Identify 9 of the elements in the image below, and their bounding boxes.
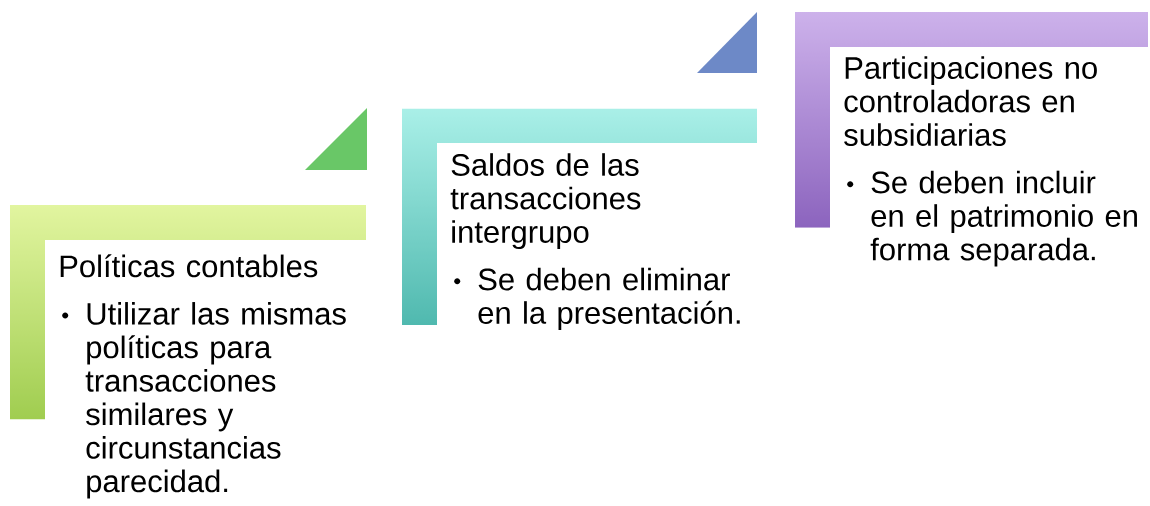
bullet-text: Utilizar las mismas políticas para transacciones similares y circunstancias parecidad. [85, 302, 346, 499]
step-shape [60, 254, 346, 499]
bullet-text: Se deben eliminar en la presentación. [478, 267, 740, 331]
step-heading: Saldos de las transacciones intergrupo [450, 153, 641, 250]
step-shape [450, 153, 740, 331]
step-heading: Participaciones no controladoras en subsidiarias [844, 56, 1097, 146]
step-shape [844, 56, 1137, 267]
step-heading: Políticas contables [60, 254, 318, 278]
bullet-text: Se deben incluir en el patrimonio en forma separada. [870, 170, 1137, 267]
